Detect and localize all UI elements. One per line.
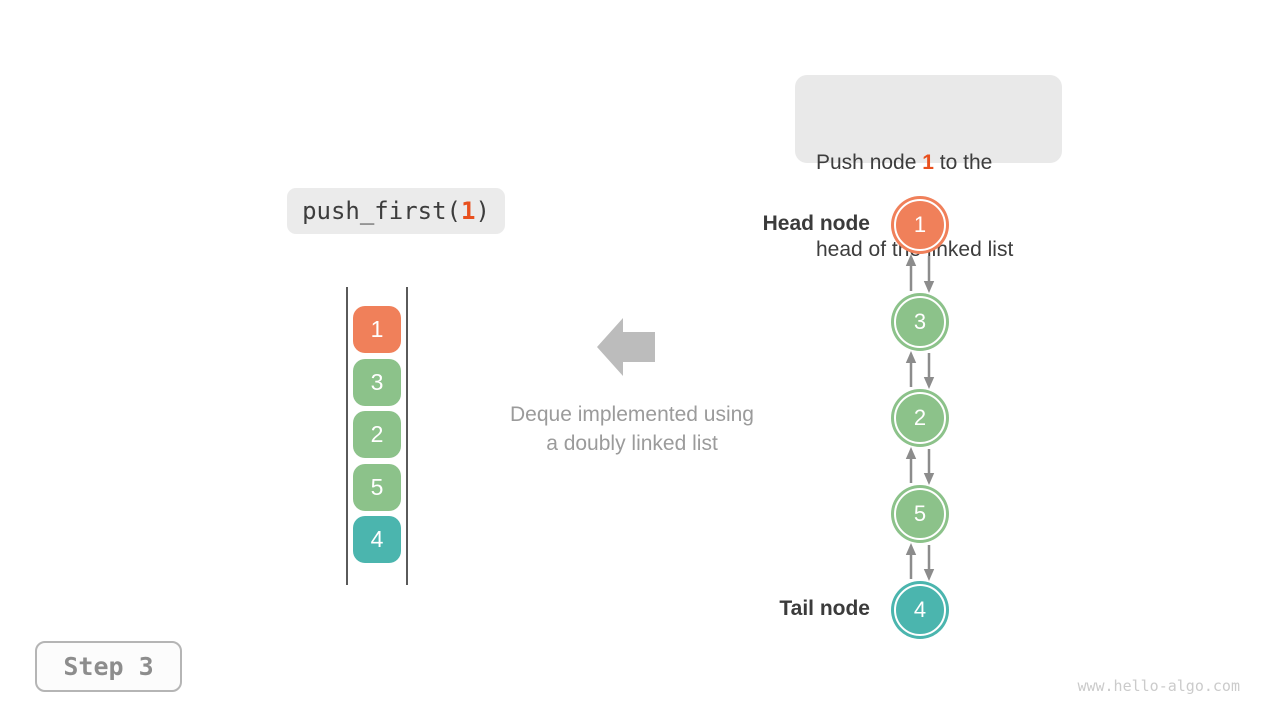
node-value: 1 [913,212,927,237]
node-value: 5 [913,501,927,526]
caption-line-2: a doubly linked list [546,432,718,455]
linked-list-node: 3 [891,293,949,351]
callout-text: to the [933,151,993,174]
operation-text: push_first( [302,197,462,225]
diagram-caption: Deque implemented using a doubly linked … [457,400,807,458]
tail-node-label: Tail node [779,597,870,620]
stack-cell: 4 [353,516,401,563]
stack-cell-value: 1 [370,316,384,342]
stack-cell: 5 [353,463,401,511]
linked-list-node: 5 [891,485,949,543]
node-value: 3 [913,309,927,334]
operation-text: ) [475,197,490,225]
stack-cell: 2 [353,411,401,458]
step-badge: Step 3 [35,641,182,692]
operation-code-box: push_first(1) [287,188,505,234]
callout-line-1: Push node 1 to the [816,148,1042,177]
watermark-url: www.hello-algo.com [1077,677,1240,695]
stack-cell: 3 [353,358,401,406]
stack-cell-value: 3 [370,368,384,395]
linked-list-node: 4 [891,581,949,639]
stack-cell-value: 5 [370,473,384,500]
stack-right-wall [406,287,408,585]
head-node-label: Head node [762,212,870,235]
linked-list-node: 2 [891,389,949,447]
stack-cell-value: 4 [370,526,384,552]
linked-list-node: 1 [891,196,949,254]
stack-cell: 1 [353,306,401,353]
callout-highlight-value: 1 [922,151,934,174]
stack-left-wall [346,287,348,585]
bidirectional-arrows-icon [905,543,935,581]
node-value: 2 [913,405,927,430]
bidirectional-arrows-icon [905,447,935,485]
callout-text: Push node [816,151,923,174]
operation-arg: 1 [461,197,476,225]
node-value: 4 [913,597,927,622]
left-block-arrow-icon [597,318,655,376]
bidirectional-arrows-icon [905,254,935,293]
caption-line-1: Deque implemented using [510,403,754,426]
instruction-callout: Push node 1 to the head of the linked li… [795,75,1062,261]
stack-cell-value: 2 [370,421,384,447]
bidirectional-arrows-icon [905,351,935,389]
